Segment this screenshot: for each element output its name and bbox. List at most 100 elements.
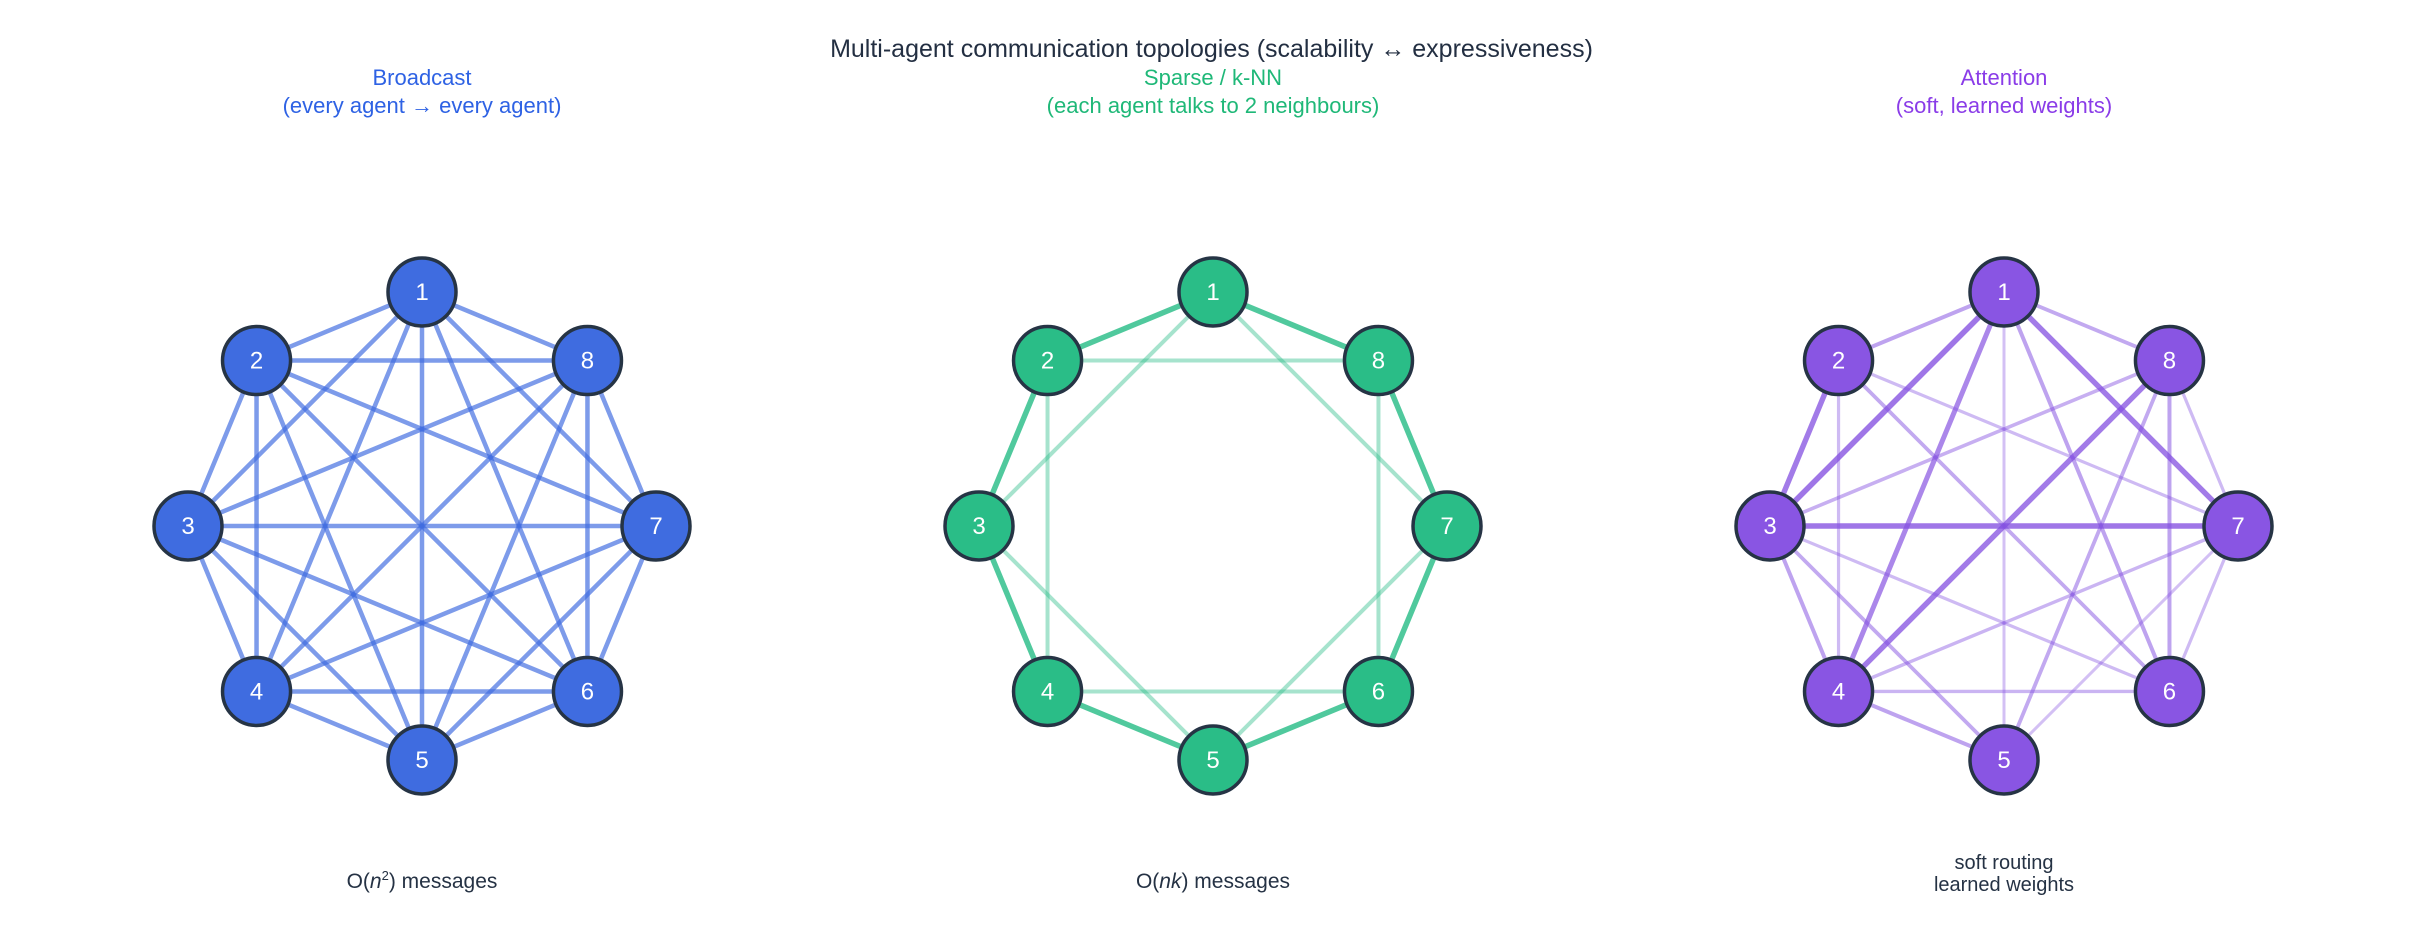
panel-subtitle: Sparse / k-NN (each agent talks to 2 nei…: [893, 64, 1533, 120]
node-label: 3: [972, 513, 985, 540]
subtitle-line2: (soft, learned weights): [1895, 93, 2113, 118]
panel-caption: O(nk) messages: [893, 864, 1533, 894]
node-circle: [1177, 724, 1249, 796]
node-label: 6: [1372, 678, 1385, 705]
graph-node: 3: [152, 490, 224, 562]
node-circle: [620, 490, 692, 562]
node-label: 8: [2163, 348, 2176, 375]
node-circle: [1011, 324, 1084, 397]
sparse-graph: 1 2 3 4 5 6 7 8: [943, 256, 1483, 796]
node-circle: [943, 490, 1015, 562]
graph-edge: [2002, 290, 2172, 694]
node-circle: [1342, 324, 1415, 397]
node-circle: [1177, 256, 1249, 328]
graph-node: 5: [1968, 724, 2040, 796]
caption-line1: O(n2) messages: [346, 868, 498, 893]
node-label: 5: [1997, 747, 2010, 774]
graph-edge: [1211, 524, 1449, 762]
node-circle: [551, 324, 624, 397]
graph-edge: [185, 358, 590, 529]
node-label: 2: [1832, 348, 1845, 375]
caption-line1: soft routing: [1954, 851, 2054, 874]
node-circle: [1342, 655, 1415, 728]
graph-node: 1: [1968, 256, 2040, 328]
graph-edge: [419, 358, 590, 763]
graph-node: 1: [1177, 256, 1249, 328]
panel-attention: Attention (soft, learned weights) 1 2 3 4 5 6…: [1684, 0, 2324, 951]
node-circle: [1734, 490, 1806, 562]
graph-edge: [1767, 289, 2007, 529]
node-label: 6: [2163, 678, 2176, 705]
node-label: 7: [2231, 513, 2244, 540]
graph-node: 8: [1342, 324, 1415, 397]
graph-node: 7: [620, 490, 692, 562]
subtitle-line1: Broadcast: [372, 65, 472, 90]
graph-edge: [1835, 357, 2173, 695]
node-circle: [551, 655, 624, 728]
node-circle: [2202, 490, 2274, 562]
node-label: 4: [250, 678, 263, 705]
node-label: 3: [1763, 513, 1776, 540]
graph-node: 4: [1011, 655, 1084, 728]
graph-edge: [2002, 524, 2240, 762]
graph-edge: [419, 523, 659, 763]
attention-graph: 1 2 3 4 5 6 7 8: [1734, 256, 2274, 796]
node-label: 7: [1440, 513, 1453, 540]
graph-edge: [977, 524, 1215, 762]
caption-line2: learned weights: [1933, 873, 2075, 896]
panel-subtitle: Broadcast (every agent → every agent): [102, 64, 742, 120]
panel-subtitle: Attention (soft, learned weights): [1684, 64, 2324, 120]
node-label: 6: [581, 678, 594, 705]
node-label: 2: [250, 348, 263, 375]
node-circle: [220, 324, 293, 397]
graph-node: 8: [551, 324, 624, 397]
graph-edge: [254, 358, 590, 694]
page-title: Multi-agent communication topologies (sc…: [830, 35, 1593, 63]
graph-node: 2: [220, 324, 293, 397]
graph-node: 5: [1177, 724, 1249, 796]
subtitle-line2: (each agent talks to 2 neighbours): [1046, 93, 1380, 118]
graph-node: 6: [1342, 655, 1415, 728]
graph-node: 6: [551, 655, 624, 728]
graph-edge: [2002, 358, 2172, 762]
node-label: 5: [415, 747, 428, 774]
node-label: 1: [1997, 279, 2010, 306]
graph-edge: [1768, 358, 2172, 528]
node-circle: [1011, 655, 1084, 728]
graph-node: 8: [2133, 324, 2206, 397]
caption-line1: O(nk) messages: [1135, 870, 1291, 893]
graph-node: 3: [1734, 490, 1806, 562]
node-circle: [152, 490, 224, 562]
node-circle: [1968, 724, 2040, 796]
node-circle: [220, 655, 293, 728]
graph-edge: [977, 290, 1215, 528]
graph-node: 4: [220, 655, 293, 728]
graph-edge: [1768, 524, 2172, 694]
node-circle: [386, 724, 458, 796]
graph-node: 4: [1802, 655, 1875, 728]
subtitle-line1: Attention: [1960, 65, 2048, 90]
panel-sparse-knn: Sparse / k-NN (each agent talks to 2 nei…: [893, 0, 1533, 951]
node-circle: [2133, 324, 2206, 397]
graph-node: 7: [1411, 490, 1483, 562]
node-label: 4: [1832, 678, 1845, 705]
node-circle: [1802, 655, 1875, 728]
node-label: 1: [1206, 279, 1219, 306]
node-label: 2: [1041, 348, 1054, 375]
node-circle: [386, 256, 458, 328]
node-label: 3: [181, 513, 194, 540]
graph-node: 6: [2133, 655, 2206, 728]
node-label: 8: [1372, 348, 1385, 375]
graph-node: 5: [386, 724, 458, 796]
graph-node: 2: [1011, 324, 1084, 397]
node-label: 5: [1206, 747, 1219, 774]
graph-edge: [1836, 289, 2007, 694]
node-label: 7: [649, 513, 662, 540]
node-circle: [2133, 655, 2206, 728]
graph-node: 7: [2202, 490, 2274, 562]
node-circle: [1968, 256, 2040, 328]
node-label: 4: [1041, 678, 1054, 705]
node-label: 8: [581, 348, 594, 375]
